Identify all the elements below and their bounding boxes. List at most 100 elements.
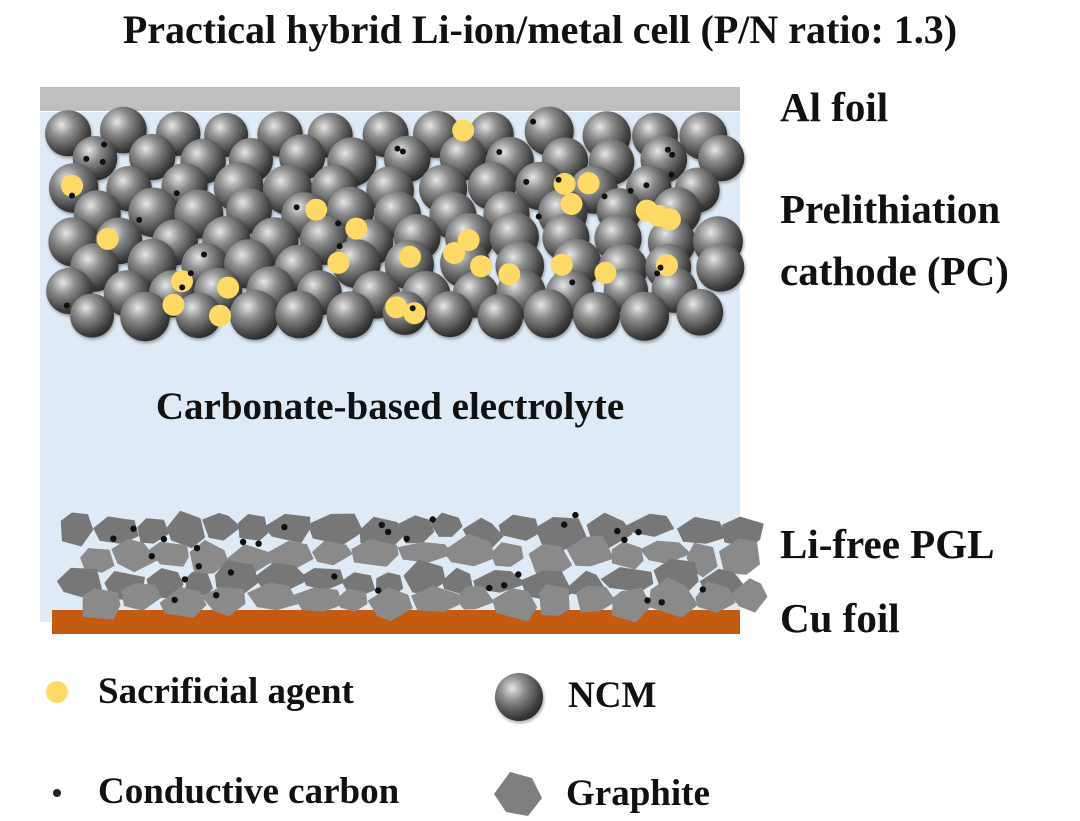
anode-label: Li-free PGL [780,521,995,567]
conductive-carbon-particle [136,216,143,223]
graphite-particle [490,542,524,567]
graphite-particle [121,583,162,611]
conductive-carbon-particle [195,563,202,570]
graphite-particle [376,572,404,595]
sacrificial-agent-particle [577,172,600,195]
conductive-carbon-particle [378,521,385,529]
ncm-particle [523,289,573,339]
graphite-particle [600,567,654,592]
graphite-particle [293,587,343,612]
graphite-particle [534,517,588,551]
cathode-label-line1: Prelithiation [780,186,1001,232]
graphite-particle [729,578,768,613]
legend-conductive-carbon: Conductive carbon [98,771,400,812]
graphite-particle [307,513,364,545]
conductive-carbon-particle [213,592,220,599]
sacrificial-agent-particle [656,254,678,277]
conductive-carbon-particle [384,528,392,536]
graphite-particle [367,587,413,621]
ncm-legend-icon [495,673,543,721]
conductive-carbon-particle [496,149,503,155]
sacrificial-agent-particle [560,193,583,215]
ncm-particle [175,292,222,339]
conductive-carbon-particle [486,584,493,592]
graphite-particle [266,540,314,568]
graphite-particle [539,584,570,616]
conductive-carbon-particle [515,571,522,578]
sacrificial-agent-particle [209,304,231,327]
sacrificial-agent-particle [61,174,84,197]
graphite-particle [455,585,495,610]
conductive-carbon-particle [699,586,706,593]
graphite-particle [611,587,652,623]
graphite-particle [111,538,158,573]
conductive-carbon-particle [429,516,436,523]
ncm-particle [698,135,745,182]
al-foil [40,87,740,111]
conductive-carbon-particle [101,141,108,148]
graphite-particle [238,514,268,541]
sacrificial-agent-particle [399,245,421,268]
conductive-carbon-legend-icon [53,789,61,797]
legend-sacrificial-agent: Sacrificial agent [98,671,354,712]
graphite-particle [411,585,460,612]
conductive-carbon-particle [530,118,537,125]
al-foil-label: Al foil [780,84,889,130]
ncm-particle [620,291,669,341]
conductive-carbon-particle [83,155,90,162]
graphite-particle [677,516,728,544]
sacrificial-agent-particle [658,208,681,231]
cathode-layer [45,106,745,342]
sacrificial-agent-particle [345,217,368,240]
conductive-carbon-particle [63,302,70,309]
conductive-carbon-particle [171,596,178,604]
conductive-carbon-particle [535,213,542,220]
graphite-particle [80,548,115,573]
sacrificial-agent-particle [550,253,573,276]
conductive-carbon-particle [335,220,342,227]
conductive-carbon-particle [181,576,189,583]
graphite-particle [403,559,446,595]
ncm-particle [129,133,176,181]
conductive-carbon-particle [561,521,568,528]
conductive-carbon-particle [173,190,180,197]
graphite-particle [648,577,698,618]
conductive-carbon-particle [657,264,664,271]
sacrificial-agent-particle [594,261,617,284]
graphite-particle [338,588,368,612]
graphite-particle [498,514,540,541]
graphite-particle [397,542,454,563]
conductive-carbon-particle [644,597,651,604]
conductive-carbon-particle [331,573,338,580]
conductive-carbon-particle [555,176,562,183]
conductive-carbon-particle [669,151,676,158]
conductive-carbon-particle [110,535,117,542]
sacrificial-agent-particle [171,270,193,293]
graphite-particle [247,582,299,611]
sacrificial-agent-particle [403,302,426,325]
graphite-particle [93,516,139,544]
conductive-carbon-particle [130,525,137,532]
conductive-carbon-particle [569,279,576,286]
graphite-particle [640,540,692,564]
graphite-particle [148,541,189,567]
cu-foil-label: Cu foil [780,595,900,641]
conductive-carbon-particle [227,569,235,576]
conductive-carbon-particle [643,182,650,189]
conductive-carbon-particle [69,192,75,199]
conductive-carbon-particle [635,528,642,536]
sacrificial-agent-particle [385,296,408,319]
sacrificial-agent-particle [327,251,350,274]
ncm-particle [120,291,170,342]
conductive-carbon-particle [668,171,675,178]
conductive-carbon-particle [187,270,194,277]
ncm-particle [229,290,280,340]
conductive-carbon-particle [255,540,262,547]
sacrificial-agent-particle [96,227,119,250]
conductive-carbon-particle [201,251,207,258]
diagram-title: Practical hybrid Li-ion/metal cell (P/N … [122,7,958,52]
sacrificial-agent-particle [553,172,576,195]
ncm-particle [573,291,620,339]
graphite-particle [312,540,353,566]
